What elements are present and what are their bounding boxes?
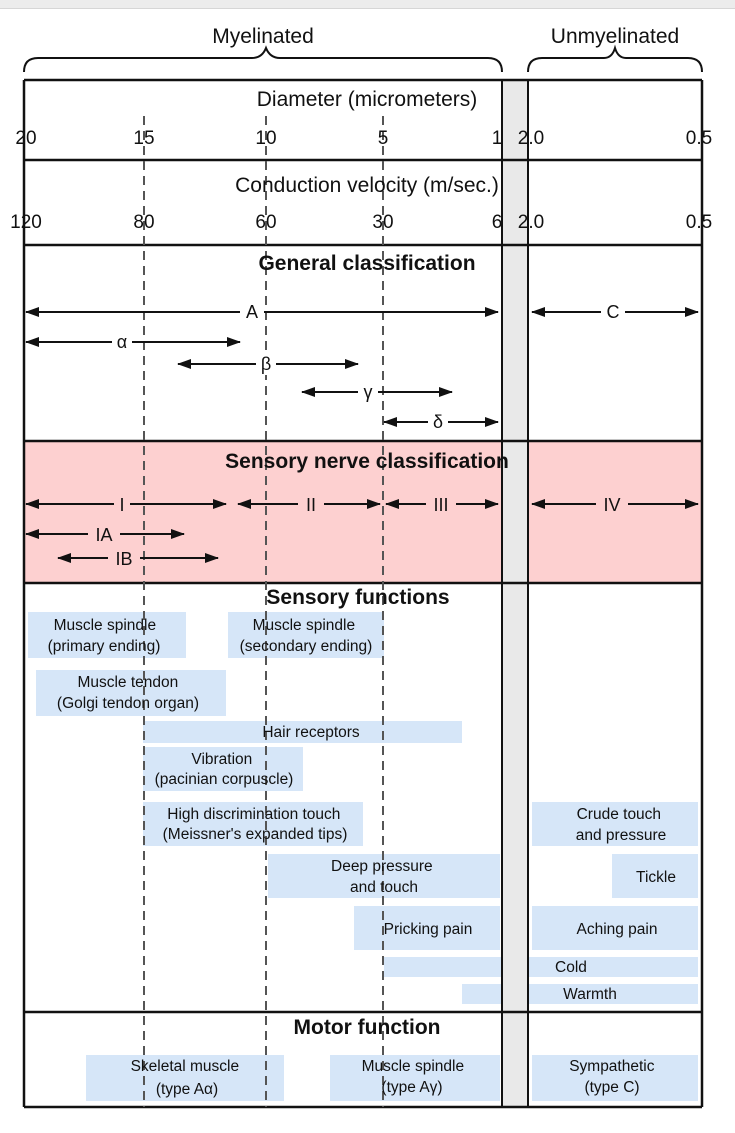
section-motor-title: Motor function — [294, 1016, 441, 1039]
velocity-tick: 2.0 — [518, 212, 544, 233]
sensory-fiber-labels: I II III IV IA IB — [88, 493, 628, 569]
diameter-tick: 2.0 — [518, 128, 544, 149]
fn-skeletal: Skeletal muscle (type Aα) — [131, 1058, 244, 1098]
velocity-tick: 30 — [372, 212, 393, 233]
diameter-tick: 20 — [15, 128, 36, 149]
label-A: A — [246, 302, 258, 322]
motor-function-labels: Skeletal muscle (type Aα) Muscle spindle… — [131, 1058, 659, 1098]
diameter-tick: 15 — [133, 128, 154, 149]
box-pricking — [354, 906, 500, 950]
label-III: III — [433, 495, 448, 515]
label-II: II — [306, 495, 316, 515]
label-IA: IA — [95, 525, 112, 545]
general-fiber-arrows — [25, 307, 699, 427]
label-IB: IB — [115, 549, 132, 569]
group-braces — [23, 44, 703, 73]
fn-touch-high: High discrimination touch (Meissner's ex… — [163, 806, 348, 843]
diameter-tick: 10 — [255, 128, 276, 149]
sensory-function-labels: Muscle spindle (primary ending) Muscle s… — [48, 617, 676, 1003]
diameter-tick: 0.5 — [686, 128, 712, 149]
reference-dashed-lines — [143, 116, 384, 1107]
group-unmyelinated: Unmyelinated — [551, 25, 679, 48]
diameter-ticks: 20 15 10 5 1 2.0 0.5 — [15, 128, 712, 149]
velocity-tick: 0.5 — [686, 212, 712, 233]
velocity-tick: 60 — [255, 212, 276, 233]
fn-sympathetic: Sympathetic (type C) — [569, 1058, 659, 1096]
diameter-tick: 5 — [378, 128, 389, 149]
box-spindle-secondary — [228, 612, 384, 658]
box-crude-touch — [532, 802, 698, 846]
fn-aching: Aching pain — [576, 921, 657, 938]
box-tendon — [36, 670, 226, 716]
box-aching — [532, 906, 698, 950]
label-alpha: α — [117, 332, 127, 352]
label-gamma: γ — [364, 382, 373, 402]
velocity-tick: 120 — [10, 212, 42, 233]
diameter-tick: 1 — [492, 128, 503, 149]
window-top-bar — [0, 0, 735, 9]
label-beta: β — [261, 354, 271, 374]
box-touch-high — [143, 802, 363, 846]
label-I: I — [119, 495, 124, 515]
label-C: C — [607, 302, 620, 322]
box-motor-spindle — [330, 1055, 500, 1101]
fn-tendon: Muscle tendon (Golgi tendon organ) — [57, 674, 199, 712]
section-dividers — [24, 78, 702, 1014]
diameter-scale-title: Diameter (micrometers) — [257, 88, 478, 111]
box-cold — [384, 957, 698, 977]
fn-pricking: Pricking pain — [384, 921, 473, 938]
box-sympathetic — [532, 1055, 698, 1101]
fn-spindle-primary: Muscle spindle (primary ending) — [48, 617, 161, 655]
fn-crude-touch: Crude touch and pressure — [576, 806, 666, 844]
box-deep-pressure — [268, 854, 500, 898]
fn-tickle: Tickle — [636, 869, 676, 886]
motor-function-boxes — [86, 1055, 698, 1101]
box-spindle-primary — [28, 612, 186, 658]
box-vibration — [143, 747, 303, 791]
velocity-tick: 80 — [133, 212, 154, 233]
label-delta: δ — [433, 412, 443, 432]
divider-column — [502, 80, 528, 1107]
fn-warmth: Warmth — [563, 986, 617, 1003]
velocity-scale-title: Conduction velocity (m/sec.) — [235, 174, 499, 197]
section-sensory-functions-title: Sensory functions — [266, 586, 449, 609]
fn-deep-pressure: Deep pressure and touch — [331, 858, 437, 896]
fn-vibration: Vibration (pacinian corpuscle) — [155, 751, 294, 788]
fn-hair: Hair receptors — [262, 724, 360, 741]
sensory-function-boxes — [28, 612, 698, 1004]
section-general-title: General classification — [258, 252, 475, 275]
label-IV: IV — [603, 495, 620, 515]
velocity-tick: 6 — [492, 212, 503, 233]
fn-cold: Cold — [555, 959, 587, 976]
general-fiber-labels: A C α β γ δ — [112, 300, 625, 433]
group-myelinated: Myelinated — [212, 25, 314, 48]
box-tickle — [612, 854, 698, 898]
box-skeletal — [86, 1055, 284, 1101]
section-sensory-nerve-title: Sensory nerve classification — [225, 450, 509, 473]
fn-motor-spindle: Muscle spindle (type Aγ) — [362, 1058, 469, 1096]
velocity-ticks: 120 80 60 30 6 2.0 0.5 — [10, 212, 712, 233]
fn-spindle-secondary: Muscle spindle (secondary ending) — [240, 617, 373, 655]
